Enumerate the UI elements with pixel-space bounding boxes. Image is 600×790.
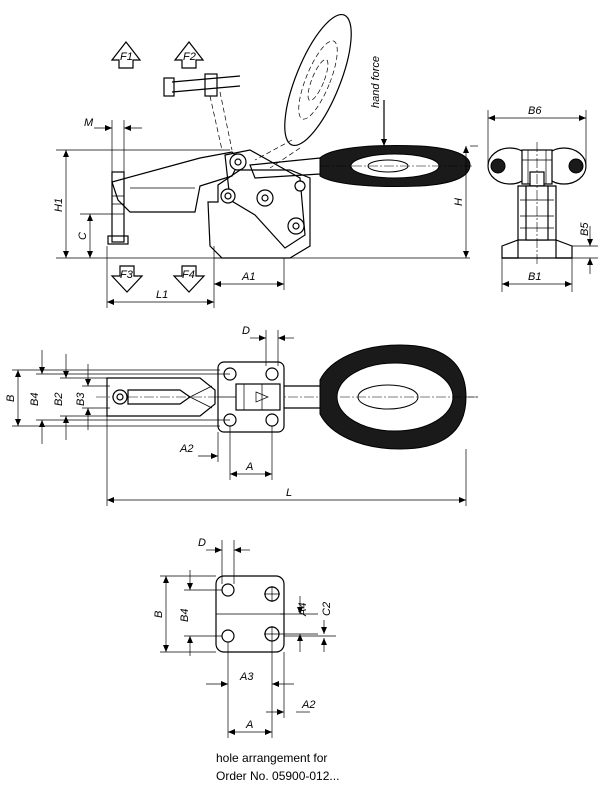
label-m: M	[84, 117, 94, 129]
label-b-holes: B	[153, 611, 165, 618]
caption-line-2: Order No. 05900-012...	[216, 769, 339, 783]
label-a-top: A	[245, 461, 253, 473]
label-hand-force: hand force	[370, 56, 382, 108]
label-a-holes: A	[245, 719, 253, 731]
dimensions-side: M H1 C H L1	[53, 117, 478, 308]
label-c: C	[77, 232, 89, 240]
label-a4: A4	[297, 603, 309, 617]
label-b1: B1	[528, 271, 541, 283]
top-view: D B B4 B2 B3 A2 A	[5, 325, 478, 506]
label-h: H	[453, 198, 465, 206]
force-arrow-f4: F4	[172, 265, 206, 293]
label-h1: H1	[53, 198, 65, 212]
label-b6: B6	[528, 105, 542, 117]
caption-line-1: hole arrangement for	[216, 751, 327, 765]
label-b5: B5	[579, 222, 591, 236]
label-f1: F1	[120, 51, 133, 63]
label-f2: F2	[183, 51, 196, 63]
clamp-body	[207, 149, 311, 259]
label-b4-top: B4	[29, 393, 41, 406]
force-arrow-f2: F2	[173, 41, 205, 69]
label-d-holes: D	[198, 537, 206, 549]
force-arrow-f3: F3	[110, 265, 144, 293]
label-l: L	[286, 487, 292, 499]
label-f4: F4	[182, 269, 195, 281]
handle-open-position	[163, 13, 352, 169]
label-b-top: B	[5, 395, 17, 402]
label-f3: F3	[120, 269, 134, 281]
lever-arm	[107, 151, 241, 245]
label-a2-top: A2	[179, 443, 193, 455]
label-b4-holes: B4	[179, 609, 191, 622]
label-a1: A1	[241, 271, 255, 283]
label-a2-holes: A2	[301, 699, 315, 711]
label-c2: C2	[321, 602, 333, 616]
label-a3: A3	[239, 671, 254, 683]
label-b2: B2	[53, 393, 65, 406]
hole-arrangement-view: D B B4 A4 C2 A3 A2	[153, 537, 336, 738]
front-view: B6 B5 B1	[487, 105, 598, 292]
hand-force-indicator: hand force	[370, 56, 387, 146]
side-view: F1 F2	[53, 13, 478, 308]
handle-closed	[249, 145, 472, 188]
label-d-top: D	[242, 325, 250, 337]
force-arrow-f1: F1	[110, 41, 142, 69]
label-b3: B3	[75, 392, 87, 406]
label-l1: L1	[156, 289, 168, 301]
